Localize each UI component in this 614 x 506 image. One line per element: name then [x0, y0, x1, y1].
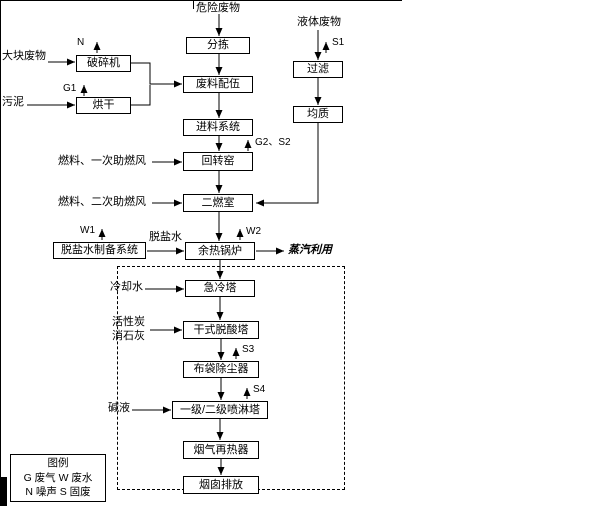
emission-label-s4: S4 [253, 384, 266, 395]
label-fuel-primary-air: 燃料、一次助燃风 [58, 155, 146, 167]
legend-box: 图例 G 废气 W 废水 N 噪声 S 固废 [10, 454, 106, 502]
node-crusher: 破碎机 [76, 55, 131, 72]
node-dry-deacid-tower: 干式脱酸塔 [183, 321, 259, 339]
node-rotary-kiln: 回转窑 [183, 152, 253, 171]
node-spray-tower: 一级/二级喷淋塔 [172, 401, 268, 419]
label-slaked-lime: 消石灰 [112, 330, 145, 342]
label-bulk-waste: 大块废物 [2, 50, 46, 62]
node-gas-reheater: 烟气再热器 [183, 441, 259, 459]
emission-label-s3: S3 [242, 344, 255, 355]
emission-label-w1: W1 [80, 225, 95, 236]
label-steam-utilization: 蒸汽利用 [288, 244, 332, 256]
frame-tick [193, 0, 194, 9]
node-blending: 废料配伍 [183, 76, 253, 93]
emission-label-g1: G1 [63, 83, 77, 94]
legend-line-gas-water: G 废气 W 废水 [23, 471, 93, 484]
label-alkali-liquor: 碱液 [108, 402, 130, 414]
node-feeding-system: 进料系统 [183, 119, 253, 136]
node-filtration: 过滤 [293, 61, 343, 78]
emission-arrows [80, 42, 330, 399]
node-secondary-chamber: 二燃室 [183, 194, 253, 212]
label-liquid-waste: 液体废物 [297, 16, 341, 28]
scan-artifact-bar [0, 477, 7, 506]
legend-line-noise-solid: N 噪声 S 固废 [25, 486, 91, 499]
node-quench-tower: 急冷塔 [185, 280, 255, 297]
page-border-top [0, 0, 402, 1]
node-bag-filter: 布袋除尘器 [183, 361, 259, 378]
emission-label-n: N [77, 37, 85, 48]
label-sludge: 污泥 [2, 96, 24, 108]
emission-label-w2: W2 [246, 226, 261, 237]
node-homogenization: 均质 [293, 106, 343, 123]
label-demin-water: 脱盐水 [149, 231, 182, 243]
node-waste-heat-boiler: 余热锅炉 [185, 242, 255, 260]
emission-label-s1: S1 [332, 37, 345, 48]
label-hazardous-waste: 危险废物 [196, 2, 240, 14]
label-cooling-water: 冷却水 [110, 281, 143, 293]
emission-label-g2-s2: G2、S2 [255, 137, 291, 148]
node-dryer: 烘干 [76, 97, 131, 114]
node-demin-water-system: 脱盐水制备系统 [53, 242, 146, 259]
page-border-left [0, 0, 1, 506]
node-stack-discharge: 烟囱排放 [183, 476, 259, 494]
node-sorting: 分拣 [186, 37, 250, 54]
legend-title: 图例 [47, 457, 69, 469]
label-activated-carbon: 活性炭 [112, 316, 145, 328]
process-flow-arrows [27, 14, 322, 475]
label-fuel-secondary-air: 燃料、二次助燃风 [58, 196, 146, 208]
